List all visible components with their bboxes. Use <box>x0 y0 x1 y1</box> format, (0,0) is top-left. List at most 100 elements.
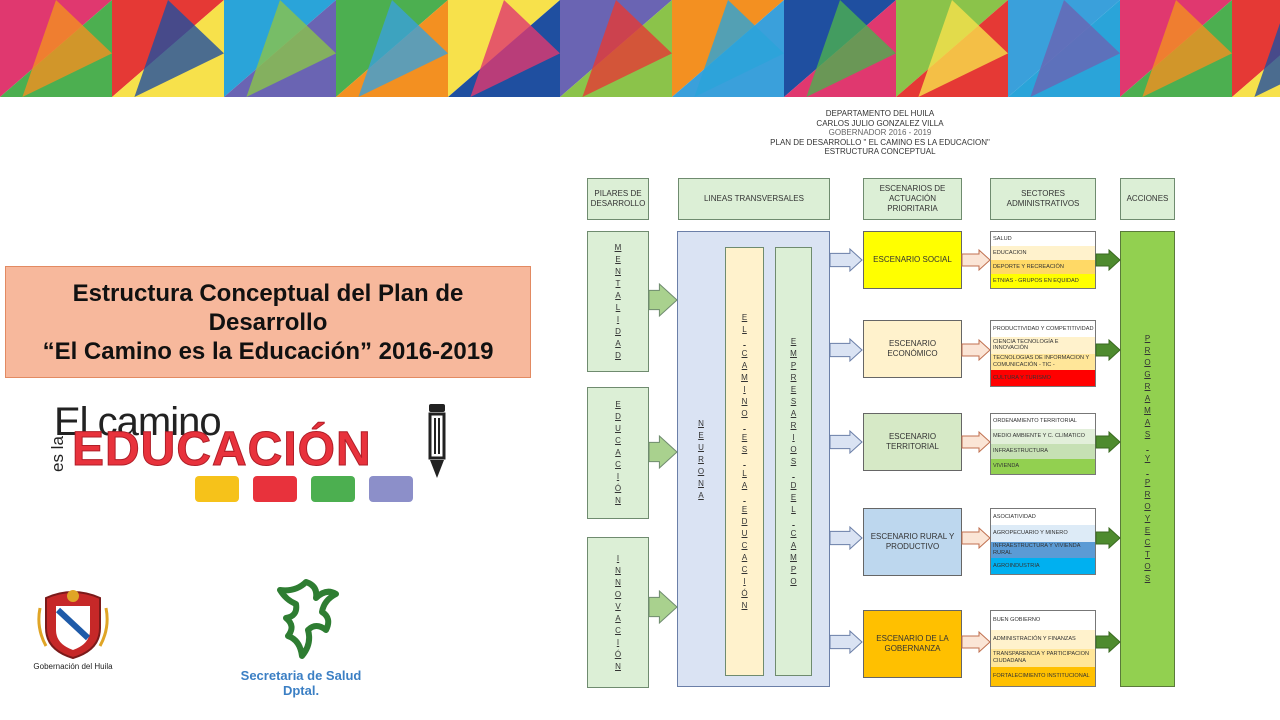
sector-item: DEPORTE Y RECREACIÓN <box>991 260 1095 274</box>
header-line-5: ESTRUCTURA CONCEPTUAL <box>824 147 936 156</box>
vertical-letter: A <box>1144 418 1151 427</box>
col-header-lineas: LINEAS TRANSVERSALES <box>678 178 830 220</box>
vertical-letter: Ó <box>614 649 622 659</box>
gobernacion-caption: Gobernación del Huila <box>33 662 113 671</box>
vertical-letter: N <box>615 565 621 575</box>
arrow-lineas-to-escenario <box>829 337 863 363</box>
vertical-letter: C <box>615 625 621 635</box>
tractor-icon <box>311 476 355 502</box>
vertical-letter: N <box>741 396 748 406</box>
arrow-escenario-to-sector <box>961 630 991 654</box>
vertical-letter: Y <box>1144 514 1151 523</box>
arrow-pilar-to-lineas <box>648 434 678 470</box>
escenario-box: ESCENARIO SOCIAL <box>863 231 962 289</box>
vertical-letter: P <box>790 564 797 574</box>
vertical-letter: D <box>615 350 621 360</box>
vertical-letter: C <box>615 460 621 469</box>
banner-triangle <box>1030 0 1120 97</box>
arrow-sector-to-acciones <box>1095 430 1121 454</box>
vertical-letter: S <box>790 456 797 466</box>
vertical-letter: I <box>616 314 620 324</box>
arrow-sector-to-acciones <box>1095 526 1121 550</box>
vertical-letter: A <box>615 613 621 623</box>
sector-item: CULTURA Y TURISMO <box>991 369 1095 386</box>
sector-item: TRANSPARENCIA Y PARTICIPACION CIUDADANA <box>991 648 1095 668</box>
vertical-letter: N <box>698 419 704 428</box>
gobernacion-crest-icon <box>37 590 109 660</box>
sector-item: ORDENAMIENTO TERRITORIAL <box>991 414 1095 429</box>
vertical-letter: N <box>615 577 621 587</box>
vertical-letter: O <box>790 576 797 586</box>
arrow-sector-to-acciones <box>1095 248 1121 272</box>
header-line-1: DEPARTAMENTO DEL HUILA <box>825 109 935 118</box>
sector-item: CIENCIA TECNOLOGÍA E INNOVACIÓN <box>991 337 1095 354</box>
arrow-escenario-to-sector <box>961 338 991 362</box>
heart-icon <box>253 476 297 502</box>
vertical-letter: O <box>1144 358 1151 367</box>
vertical-letter: I <box>616 553 620 563</box>
sector-item: EDUCACION <box>991 246 1095 260</box>
camino-educacion-logo: El camino es la EDUCACIÓN <box>40 392 500 512</box>
vertical-letter: M <box>614 242 622 252</box>
arrow-escenario-to-sector <box>961 526 991 550</box>
banner-triangle <box>470 0 560 97</box>
vertical-letter: O <box>697 467 705 476</box>
secretaria-salud-icon <box>277 579 339 659</box>
logo-text-educacion: EDUCACIÓN <box>72 423 372 477</box>
vertical-letter: R <box>1144 382 1151 391</box>
col-header-escenarios: ESCENARIOS DE ACTUACIÓN PRIORITARIA <box>863 178 962 220</box>
vertical-letter: Y <box>1144 454 1151 463</box>
vertical-letter: G <box>1144 370 1151 379</box>
vertical-letter: U <box>615 424 621 433</box>
sector-item: SALUD <box>991 232 1095 246</box>
vertical-letter: A <box>615 290 621 300</box>
vertical-letter: I <box>743 384 746 394</box>
vertical-letter: D <box>790 480 797 490</box>
vertical-letter: E <box>741 432 748 442</box>
sector-item: ASOCIATIVIDAD <box>991 509 1095 526</box>
vertical-letter: Ó <box>741 588 748 598</box>
vertical-letter: Ó <box>614 484 622 493</box>
secretaria-caption-line-2: Dptal. <box>282 683 320 698</box>
vertical-letter: U <box>698 443 704 452</box>
vertical-letter: C <box>1144 538 1151 547</box>
vertical-letter: C <box>741 540 748 550</box>
vertical-letter: E <box>790 384 797 394</box>
vertical-letter: E <box>790 336 797 346</box>
arrow-lineas-to-escenario <box>829 247 863 273</box>
vertical-letter: L <box>791 504 796 514</box>
vertical-letter: E <box>615 254 621 264</box>
vertical-letter: N <box>615 661 621 671</box>
logo-text-el-camino: El camino <box>54 400 222 444</box>
vertical-letter: M <box>741 372 748 382</box>
page-title-line-1: Estructura Conceptual del Plan de <box>72 279 464 307</box>
sector-item: MEDIO AMBIENTE Y C. CLIMATICO <box>991 429 1095 444</box>
decorative-banner <box>0 0 1280 97</box>
house-icon <box>369 476 413 502</box>
vertical-letter: T <box>615 278 621 288</box>
vertical-letter: E <box>790 492 797 502</box>
vertical-letter: I <box>792 432 795 442</box>
vertical-letter: P <box>1144 334 1151 343</box>
vertical-letter: E <box>741 312 748 322</box>
vertical-letter: E <box>1144 526 1151 535</box>
arrow-lineas-to-escenario <box>829 429 863 455</box>
vertical-letter: L <box>742 468 747 478</box>
col-header-sectores: SECTORES ADMINISTRATIVOS <box>990 178 1096 220</box>
vertical-letter: D <box>741 516 748 526</box>
banner-triangle <box>246 0 336 97</box>
arrow-pilar-to-lineas <box>648 589 678 625</box>
escenario-box: ESCENARIO RURAL Y PRODUCTIVO <box>863 508 962 576</box>
